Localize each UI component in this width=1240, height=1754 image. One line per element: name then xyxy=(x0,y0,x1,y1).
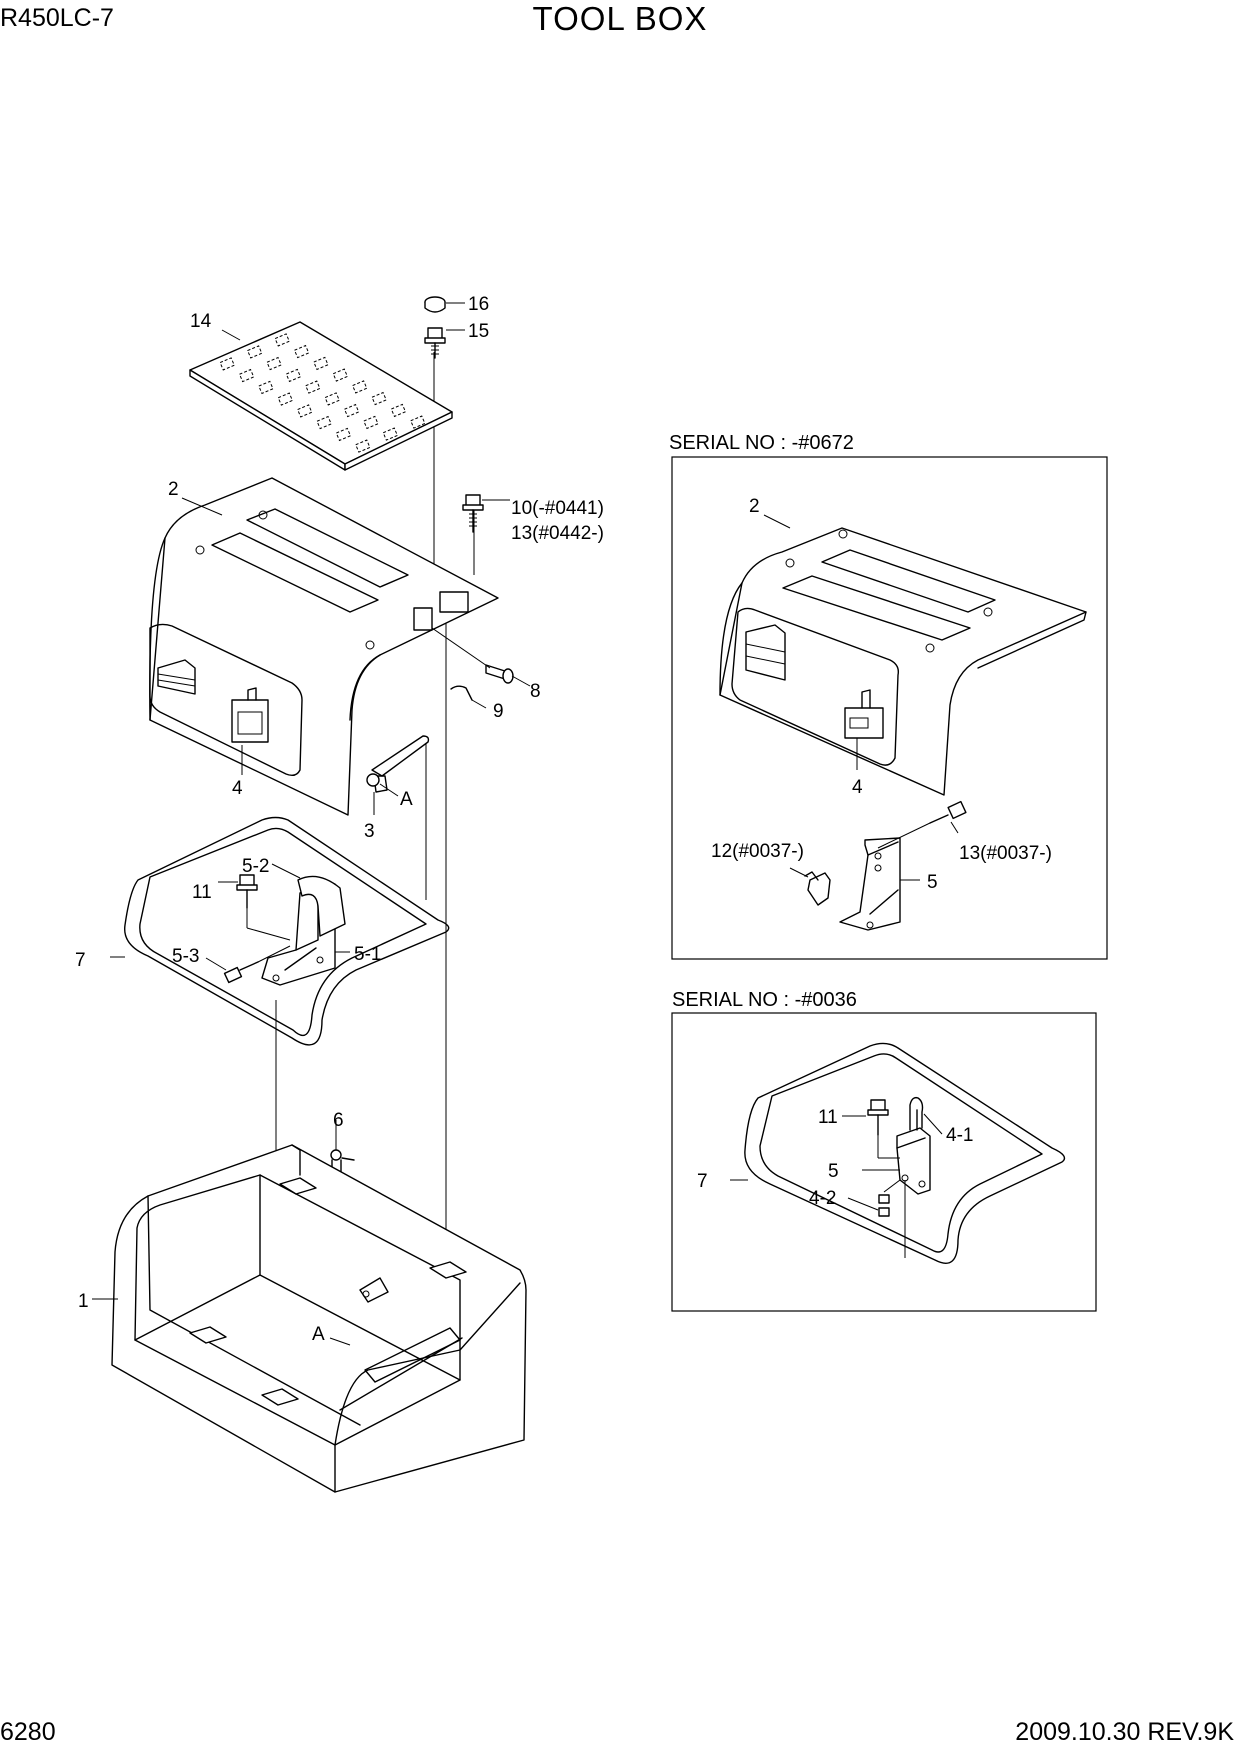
plate-perforation xyxy=(285,368,302,383)
inset-serial-0672: SERIAL NO : -#0672 xyxy=(669,432,1108,960)
plate-perforation xyxy=(410,415,426,429)
plate-perforation xyxy=(343,403,360,418)
inset-lower-callout-5: 5 xyxy=(828,1161,839,1182)
callout-a-top: A xyxy=(400,789,413,810)
guard-frame xyxy=(124,816,450,1046)
plate-perforation xyxy=(332,368,349,382)
plate-perforation xyxy=(390,403,407,418)
callout-4: 4 xyxy=(232,778,243,799)
callout-16: 16 xyxy=(468,294,489,315)
callout-5-3: 5-3 xyxy=(172,946,199,967)
callout-labels: 14 16 15 2 10(-#0441) 13(#0442-) 8 9 4 3… xyxy=(75,294,604,1345)
callout-14: 14 xyxy=(190,311,212,332)
tool-box-lid xyxy=(149,477,514,816)
lid-stay-arm xyxy=(366,735,430,793)
inset-lower-callout-11: 11 xyxy=(818,1107,838,1128)
callout-5-1: 5-1 xyxy=(354,944,381,965)
inset-upper-callout-12: 12(#0037-) xyxy=(711,841,804,862)
plate-perforation xyxy=(305,380,321,394)
inset-lower-callout-4-1: 4-1 xyxy=(946,1125,973,1146)
cap-and-bolt xyxy=(424,296,446,359)
callout-13: 13(#0442-) xyxy=(511,523,604,544)
plate-perforation xyxy=(296,404,313,418)
plate-perforation xyxy=(382,427,399,441)
plate-perforation xyxy=(355,439,371,453)
inset-upper-heading: SERIAL NO : -#0672 xyxy=(669,432,854,454)
plate-perforation xyxy=(371,391,387,406)
tool-box-body xyxy=(111,1144,527,1493)
inset-upper-callout-2: 2 xyxy=(749,496,760,517)
callout-2: 2 xyxy=(168,479,179,500)
plate-perforation xyxy=(238,368,255,383)
callout-8: 8 xyxy=(530,681,541,702)
callout-15: 15 xyxy=(468,321,489,342)
callout-a-bottom: A xyxy=(312,1324,325,1345)
inset-upper-callout-13: 13(#0037-) xyxy=(959,843,1052,864)
callout-3: 3 xyxy=(364,821,375,842)
plate-perforation xyxy=(324,392,340,406)
inset-serial-0036: SERIAL NO : -#0036 11 4-1 5 7 4-2 xyxy=(671,989,1097,1312)
inset-upper-callout-5: 5 xyxy=(927,872,938,893)
callout-5-2: 5-2 xyxy=(242,856,269,877)
plate-perforation xyxy=(363,415,379,430)
model-label: R450LC-7 xyxy=(0,4,114,32)
callout-11: 11 xyxy=(192,882,212,903)
callout-10: 10(-#0441) xyxy=(511,498,604,519)
plate-perforation xyxy=(335,427,352,442)
plate-perforation xyxy=(246,345,263,359)
perforated-step-plate xyxy=(189,321,453,471)
page-number: 6280 xyxy=(0,1718,56,1746)
callout-7: 7 xyxy=(75,950,86,971)
frame-bracket-assembly xyxy=(223,874,346,986)
plate-perforation xyxy=(351,380,368,394)
plate-perforation xyxy=(274,333,290,347)
inset-upper-callout-4: 4 xyxy=(852,777,863,798)
plate-perforation xyxy=(293,344,310,359)
callout-9: 9 xyxy=(493,701,504,722)
plate-perforation xyxy=(219,357,235,371)
inset-lower-callout-4-2: 4-2 xyxy=(809,1188,836,1209)
inset-lower-heading: SERIAL NO : -#0036 xyxy=(672,989,857,1011)
inset-lower-callout-7: 7 xyxy=(697,1171,708,1192)
page-title: TOOL BOX xyxy=(532,0,708,37)
callout-leaders xyxy=(92,302,531,1346)
callout-6: 6 xyxy=(333,1110,344,1131)
plate-perforation xyxy=(266,356,282,371)
plate-perforation xyxy=(277,392,294,406)
plate-perforation xyxy=(316,415,332,430)
callout-1: 1 xyxy=(78,1291,89,1312)
plate-perforation xyxy=(313,356,329,371)
plate-perforation xyxy=(258,380,274,395)
revision-date: 2009.10.30 REV.9K xyxy=(1015,1718,1234,1746)
